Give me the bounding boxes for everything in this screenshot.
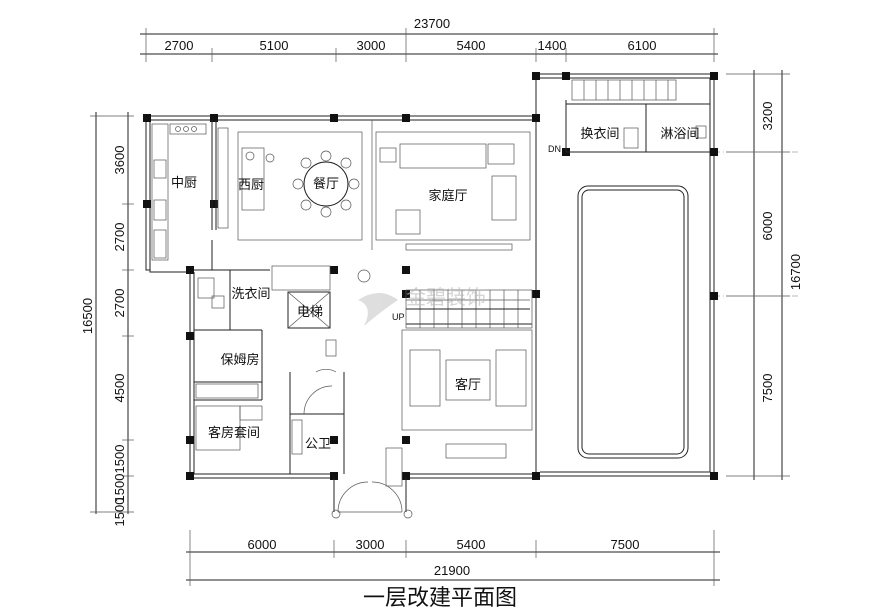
left-dim-1: 3600 <box>112 146 127 175</box>
room-changing: 换衣间 <box>580 126 619 142</box>
room-living: 客厅 <box>455 377 481 393</box>
right-dim-3: 7500 <box>760 374 775 403</box>
left-dimension-chain: 16500 3600 2700 2700 4500 1500 1500 1500 <box>80 112 134 526</box>
dn-mark: DN <box>548 144 561 154</box>
right-dim-1: 3200 <box>760 102 775 131</box>
room-dining: 餐厅 <box>313 176 339 192</box>
right-dimension-chain: 3200 6000 7500 16700 <box>714 70 803 480</box>
left-dim-5: 1500 <box>112 445 127 474</box>
dining-table <box>292 150 360 218</box>
top-dimension-chain: 23700 2700 5100 3000 5400 1400 6100 <box>140 16 718 62</box>
up-mark: UP <box>392 312 405 322</box>
room-central-kitchen: 中厨 <box>171 176 197 191</box>
room-western-kitchen: 西厨 <box>238 178 264 193</box>
room-labels: 中厨 西厨 餐厅 家庭厅 洗衣间 电梯 保姆房 客房套间 公卫 客厅 换衣间 淋… <box>171 126 700 452</box>
upper-stair <box>571 79 677 101</box>
left-total-dim: 16500 <box>80 298 95 334</box>
room-family: 家庭厅 <box>428 188 467 204</box>
room-shower: 淋浴间 <box>660 127 699 142</box>
top-dim-4: 5400 <box>457 38 486 53</box>
entrance <box>331 447 413 519</box>
top-total-dim: 23700 <box>414 16 450 31</box>
bottom-dimension-chain: 6000 3000 5400 7500 21900 <box>186 530 720 586</box>
top-dim-3: 3000 <box>357 38 386 53</box>
bottom-total-dim: 21900 <box>434 563 470 578</box>
top-dim-1: 2700 <box>165 38 194 53</box>
top-dim-2: 5100 <box>260 38 289 53</box>
left-dim-4: 4500 <box>112 374 127 403</box>
room-guest-suite: 客房套间 <box>208 425 260 441</box>
bottom-dim-3: 5400 <box>457 537 486 552</box>
room-maid: 保姆房 <box>220 352 259 368</box>
swimming-pool <box>577 185 689 459</box>
bottom-dim-2: 3000 <box>356 537 385 552</box>
bottom-dim-1: 6000 <box>248 537 277 552</box>
top-dim-6: 6100 <box>628 38 657 53</box>
exterior-walls <box>143 72 718 480</box>
staircase <box>405 289 533 329</box>
room-elevator: 电梯 <box>297 305 323 320</box>
elevator-shaft <box>287 291 331 329</box>
bottom-dim-4: 7500 <box>611 537 640 552</box>
left-dim-6: 1500 <box>112 474 127 503</box>
left-dim-7: 1500 <box>112 498 127 527</box>
room-laundry: 洗衣间 <box>231 286 270 302</box>
left-dim-2: 2700 <box>112 223 127 252</box>
top-dim-5: 1400 <box>538 38 567 53</box>
watermark-text: 金碧装饰 <box>406 285 486 309</box>
interior-walls <box>194 79 710 519</box>
drawing-title: 一层改建平面图 <box>363 586 517 611</box>
watermark: 金碧装饰 <box>358 285 486 326</box>
right-dim-2: 6000 <box>760 212 775 241</box>
furniture <box>151 123 527 459</box>
left-dim-3: 2700 <box>112 289 127 318</box>
right-total-dim: 16700 <box>788 254 803 290</box>
room-public-wc: 公卫 <box>305 437 331 452</box>
